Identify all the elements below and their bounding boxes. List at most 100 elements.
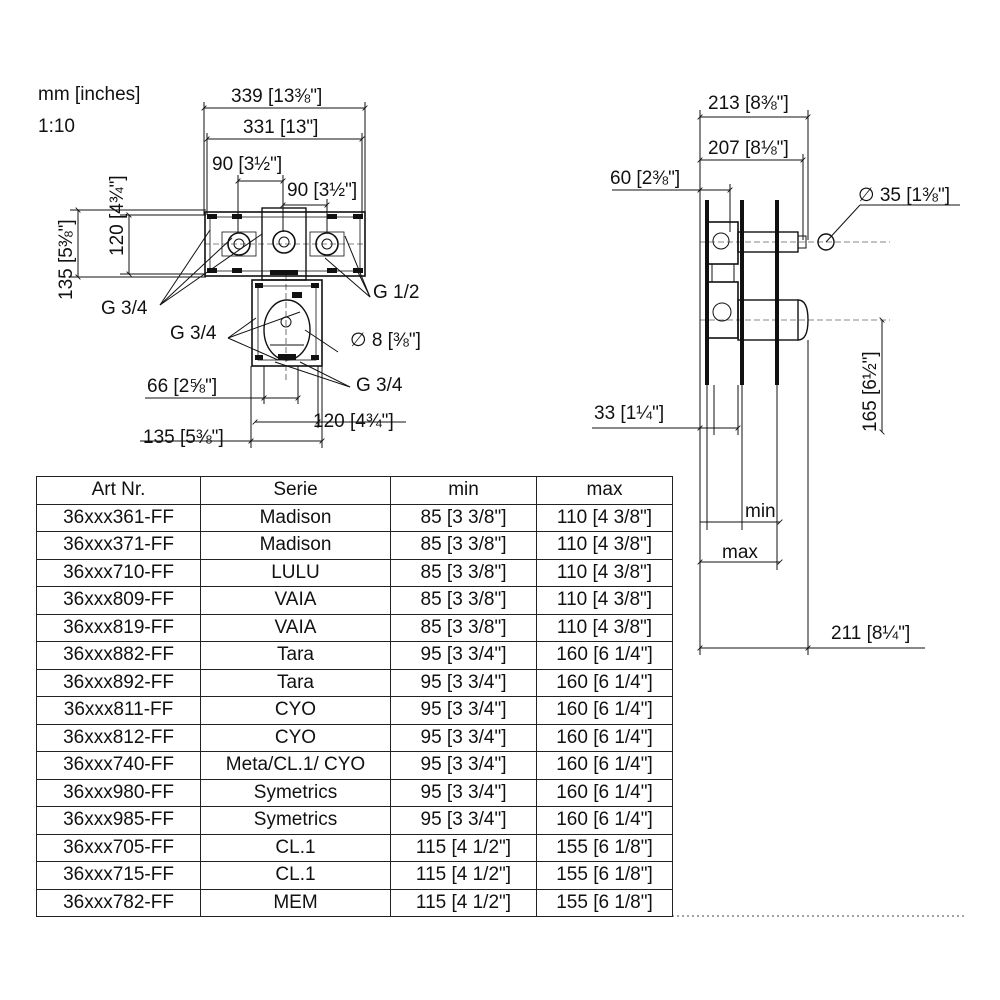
- serie-cell: Tara: [200, 641, 391, 670]
- dim-33-label: 33 [1¼"]: [594, 403, 664, 424]
- serie-cell: CL.1: [200, 861, 391, 890]
- max-cell: 160 [6 1/4"]: [536, 668, 673, 697]
- art-nr-cell: 36xxx371-FF: [36, 531, 201, 560]
- art-nr-cell: 36xxx705-FF: [36, 833, 201, 862]
- max-cell: 160 [6 1/4"]: [536, 723, 673, 752]
- min-cell: 95 [3 3/4"]: [390, 806, 537, 835]
- art-nr-cell: 36xxx782-FF: [36, 888, 201, 917]
- art-nr-cell: 36xxx710-FF: [36, 558, 201, 587]
- serie-cell: Madison: [200, 531, 391, 560]
- dim-min: [700, 385, 783, 530]
- col-header-max: max: [536, 476, 673, 505]
- side-view: [592, 110, 965, 917]
- units-label: mm [inches]: [38, 84, 141, 105]
- dim-135-left-label: 135 [5⅜"]: [56, 219, 77, 300]
- art-nr-cell: 36xxx740-FF: [36, 751, 201, 780]
- art-nr-cell: 36xxx361-FF: [36, 503, 201, 532]
- art-nr-cell: 36xxx809-FF: [36, 586, 201, 615]
- serie-cell: Symetrics: [200, 778, 391, 807]
- min-cell: 85 [3 3/8"]: [390, 613, 537, 642]
- side-view-labels: 213 [8⅜"] 207 [8⅛"] 60 [2⅜"] ∅ 35 [1⅜"] …: [594, 93, 950, 644]
- dim-90b: [280, 199, 330, 232]
- min-cell: 95 [3 3/4"]: [390, 668, 537, 697]
- max-cell: 160 [6 1/4"]: [536, 641, 673, 670]
- dim-90b-label: 90 [3½"]: [287, 180, 357, 201]
- thread-g34-left: G 3/4: [101, 298, 148, 319]
- dim-33: [592, 385, 741, 435]
- dim-213: [697, 110, 811, 240]
- min-cell: 85 [3 3/8"]: [390, 558, 537, 587]
- dim-207: [697, 154, 806, 240]
- dim-339: [201, 102, 368, 215]
- serie-cell: CYO: [200, 696, 391, 725]
- dim-331: [204, 133, 365, 215]
- leader-g34-bottom: [274, 361, 351, 388]
- max-cell: 110 [4 3/8"]: [536, 531, 673, 560]
- thread-g34-bottom: G 3/4: [356, 375, 403, 396]
- leader-dia8: [304, 329, 339, 353]
- art-nr-cell: 36xxx985-FF: [36, 806, 201, 835]
- dim-211: [697, 340, 925, 655]
- min-cell: 85 [3 3/8"]: [390, 586, 537, 615]
- front-view-labels: 339 [13⅜"] 331 [13"] 90 [3½"] 90 [3½"] 1…: [56, 86, 421, 448]
- dim-120-left-label: 120 [4¾"]: [107, 175, 128, 256]
- min-label: min: [745, 501, 776, 522]
- art-nr-cell: 36xxx980-FF: [36, 778, 201, 807]
- min-cell: 85 [3 3/8"]: [390, 503, 537, 532]
- dim-165-label: 165 [6½"]: [860, 351, 881, 432]
- max-cell: 155 [6 1/8"]: [536, 888, 673, 917]
- min-cell: 95 [3 3/4"]: [390, 751, 537, 780]
- max-cell: 110 [4 3/8"]: [536, 503, 673, 532]
- serie-cell: VAIA: [200, 613, 391, 642]
- max-cell: 110 [4 3/8"]: [536, 558, 673, 587]
- col-header-min: min: [390, 476, 537, 505]
- max-cell: 160 [6 1/4"]: [536, 751, 673, 780]
- serie-cell: VAIA: [200, 586, 391, 615]
- art-nr-cell: 36xxx812-FF: [36, 723, 201, 752]
- col-header-serie: Serie: [200, 476, 391, 505]
- table-header-row: Art Nr. Serie min max: [36, 476, 673, 505]
- dim-120-bottom-label: 120 [4¾"]: [313, 411, 394, 432]
- scale-label: 1:10: [38, 116, 75, 137]
- min-cell: 95 [3 3/4"]: [390, 641, 537, 670]
- max-cell: 110 [4 3/8"]: [536, 586, 673, 615]
- leader-g12: [324, 235, 371, 298]
- max-label: max: [722, 542, 758, 563]
- serie-cell: Meta/CL.1/ CYO: [200, 751, 391, 780]
- dim-135-left: [70, 207, 206, 280]
- serie-cell: LULU: [200, 558, 391, 587]
- art-nr-cell: 36xxx811-FF: [36, 696, 201, 725]
- serie-cell: Symetrics: [200, 806, 391, 835]
- dim-max: [697, 385, 783, 570]
- serie-cell: Tara: [200, 668, 391, 697]
- max-cell: 155 [6 1/8"]: [536, 833, 673, 862]
- serie-cell: CYO: [200, 723, 391, 752]
- max-cell: 155 [6 1/8"]: [536, 861, 673, 890]
- art-nr-cell: 36xxx892-FF: [36, 668, 201, 697]
- thread-g12: G 1/2: [373, 282, 419, 303]
- art-nr-cell: 36xxx819-FF: [36, 613, 201, 642]
- min-cell: 95 [3 3/4"]: [390, 778, 537, 807]
- min-cell: 95 [3 3/4"]: [390, 696, 537, 725]
- dim-207-label: 207 [8⅛"]: [708, 138, 789, 159]
- dim-90a-label: 90 [3½"]: [212, 154, 282, 175]
- dim-60: [612, 184, 733, 232]
- dia35-label: ∅ 35 [1⅜"]: [858, 185, 950, 206]
- min-cell: 95 [3 3/4"]: [390, 723, 537, 752]
- dim-120-left: [120, 212, 206, 277]
- min-cell: 85 [3 3/8"]: [390, 531, 537, 560]
- dim-331-label: 331 [13"]: [243, 117, 318, 138]
- dim-135-bottom-label: 135 [5⅜"]: [143, 427, 224, 448]
